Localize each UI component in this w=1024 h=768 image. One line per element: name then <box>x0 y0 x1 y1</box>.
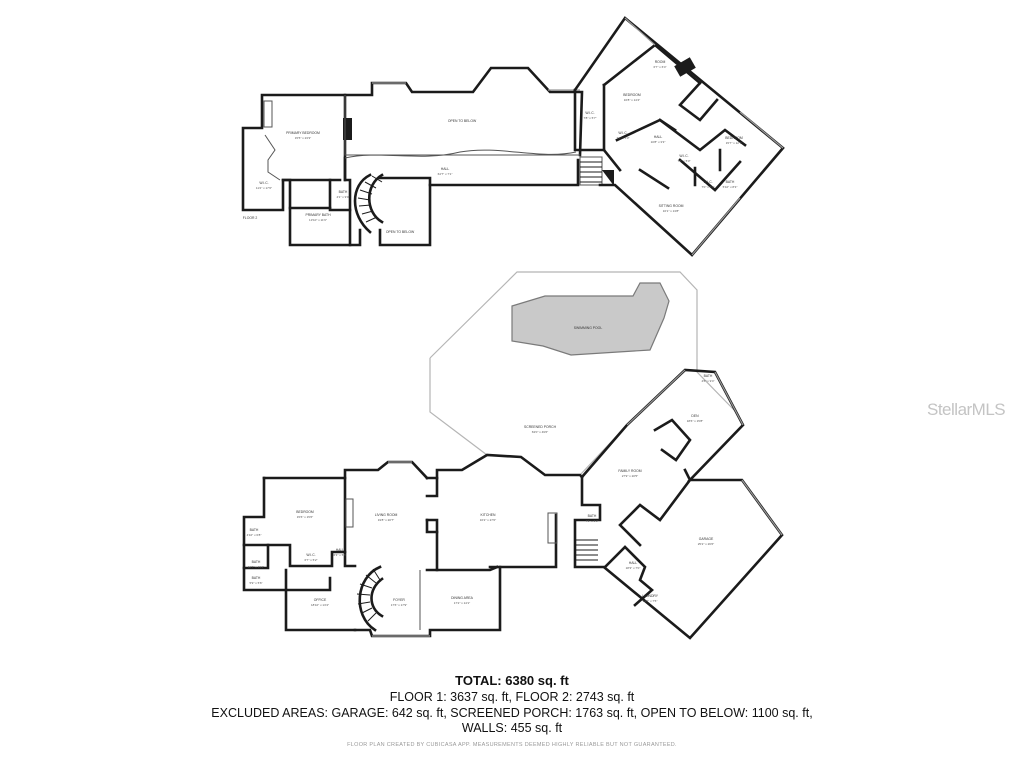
stellarmls-watermark: StellarMLS <box>927 400 1006 419</box>
room-label: W.I.C. <box>618 131 627 135</box>
room-label: ROOM <box>655 60 666 64</box>
room-dims: 6'7" x 5'2" <box>304 558 317 562</box>
room-label: KITCHEN <box>481 513 496 517</box>
room-label: BEDROOM <box>725 136 743 140</box>
room-dims: 6'3" x 5'5" <box>333 553 346 557</box>
room-label: W.I.C. <box>306 553 315 557</box>
room-label: BEDROOM <box>296 510 314 514</box>
room-dims: 17'6" x 17'9" <box>391 603 407 607</box>
room-dims: 25'2" x 26'6" <box>698 542 714 546</box>
room-dims: 15'5" x 23'3" <box>295 136 311 140</box>
room-dims: 63'0" x 49'6" <box>532 430 548 434</box>
room-dims: 17'2" x 14'1" <box>454 601 470 605</box>
room-dims: 6'7" x 6'4" <box>653 65 666 69</box>
room-label: HALL <box>629 561 638 565</box>
room-label: BATH <box>704 374 713 378</box>
room-dims: 14'6" x 7'5" <box>643 599 658 603</box>
room-label: SCREENED PORCH <box>524 425 557 429</box>
room-dims: 5'9" x 5'6" <box>249 581 262 585</box>
floor-1-room-labels: SWIMMING POOL SCREENED PORCH 63'0" x 49'… <box>247 326 715 607</box>
room-label: DEN <box>691 414 699 418</box>
room-label: HALL <box>336 548 345 552</box>
room-label: PRIMARY BATH <box>305 213 331 217</box>
room-label: BEDROOM <box>623 93 641 97</box>
room-label: BATH <box>252 576 261 580</box>
room-dims: 16'2" x 27'0" <box>480 518 496 522</box>
room-dims: 18'6" x 15'8" <box>687 419 703 423</box>
room-dims: 7'0" x 5'5" <box>701 185 714 189</box>
room-label: OFFICE <box>314 598 327 602</box>
total-area: TOTAL: 6380 sq. ft <box>455 673 569 688</box>
room-dims: 18'10" x 13'4" <box>311 603 329 607</box>
floor-1-plan <box>242 271 784 640</box>
room-label: HALL <box>654 135 663 139</box>
room-label: W.I.C. <box>259 181 268 185</box>
floor-2-room-labels: PRIMARY BEDROOM 15'5" x 23'3" W.I.C. 11'… <box>256 60 743 234</box>
room-dims: 10'7" x 13'4" <box>248 565 264 569</box>
room-label: BATH <box>588 514 597 518</box>
room-dims: 7'6" x 5'0" <box>585 519 598 523</box>
room-label: PRIMARY BEDROOM <box>286 131 320 135</box>
room-label: SWIMMING POOL <box>574 326 603 330</box>
floor-2-label: FLOOR 2 <box>243 216 258 220</box>
room-label: DINING AREA <box>451 596 474 600</box>
room-dims: 16'8" x 14'4" <box>624 98 640 102</box>
room-label: BATH <box>252 560 261 564</box>
room-label: GARAGE <box>699 537 714 541</box>
room-dims: 13'10" x 11'6" <box>309 218 327 222</box>
room-dims: 10'8" x 3'3" <box>651 140 666 144</box>
room-label: W.I.C. <box>585 111 594 115</box>
room-label: LIVING ROOM <box>375 513 398 517</box>
disclaimer-text: FLOOR PLAN CREATED BY CUBICASA APP. MEAS… <box>347 742 677 748</box>
room-dims: 11'2" x 17'6" <box>256 186 272 190</box>
walls-area: WALLS: 455 sq. ft <box>461 721 563 735</box>
room-label: BATH <box>250 528 259 532</box>
room-label: FAMILY ROOM <box>618 469 641 473</box>
room-dims: 7'4" x 5'3" <box>616 136 629 140</box>
room-dims: 64'7" x 7'1" <box>438 172 453 176</box>
floor-2-plan <box>241 16 785 257</box>
room-dims: 19'8" x 20'7" <box>378 518 394 522</box>
room-label: W.I.C. <box>703 180 712 184</box>
room-label: HALL <box>441 167 450 171</box>
room-dims: 18'3" x 7'0" <box>626 566 641 570</box>
room-label: BATH <box>726 180 735 184</box>
room-dims: 4'6" x 9'4" <box>701 379 714 383</box>
room-dims: 4'10" x 6'8" <box>247 533 262 537</box>
room-label: W.I.C. <box>679 154 688 158</box>
room-dims: 7'6" x 5'3" <box>677 159 690 163</box>
room-label: BATH <box>339 190 348 194</box>
room-dims: 16'1" x 13'8" <box>663 209 679 213</box>
room-dims: 4'1" x 9'0" <box>336 195 349 199</box>
room-dims: 5'10" x 8'3" <box>723 185 738 189</box>
room-dims: 15'7" x 12'7" <box>726 141 742 145</box>
room-label: FOYER <box>393 598 405 602</box>
room-label: OPEN TO BELOW <box>448 119 477 123</box>
room-label: SITTING ROOM <box>659 204 684 208</box>
room-label: LAUNDRY <box>642 594 659 598</box>
room-dims: 15'6" x 15'6" <box>297 515 313 519</box>
floor-areas: FLOOR 1: 3637 sq. ft, FLOOR 2: 2743 sq. … <box>389 690 635 704</box>
room-label: OPEN TO BELOW <box>386 230 415 234</box>
room-dims: 7'8" x 5'7" <box>583 116 596 120</box>
excluded-areas: EXCLUDED AREAS: GARAGE: 642 sq. ft, SCRE… <box>211 706 813 720</box>
room-dims: 27'9" x 20'5" <box>622 474 638 478</box>
